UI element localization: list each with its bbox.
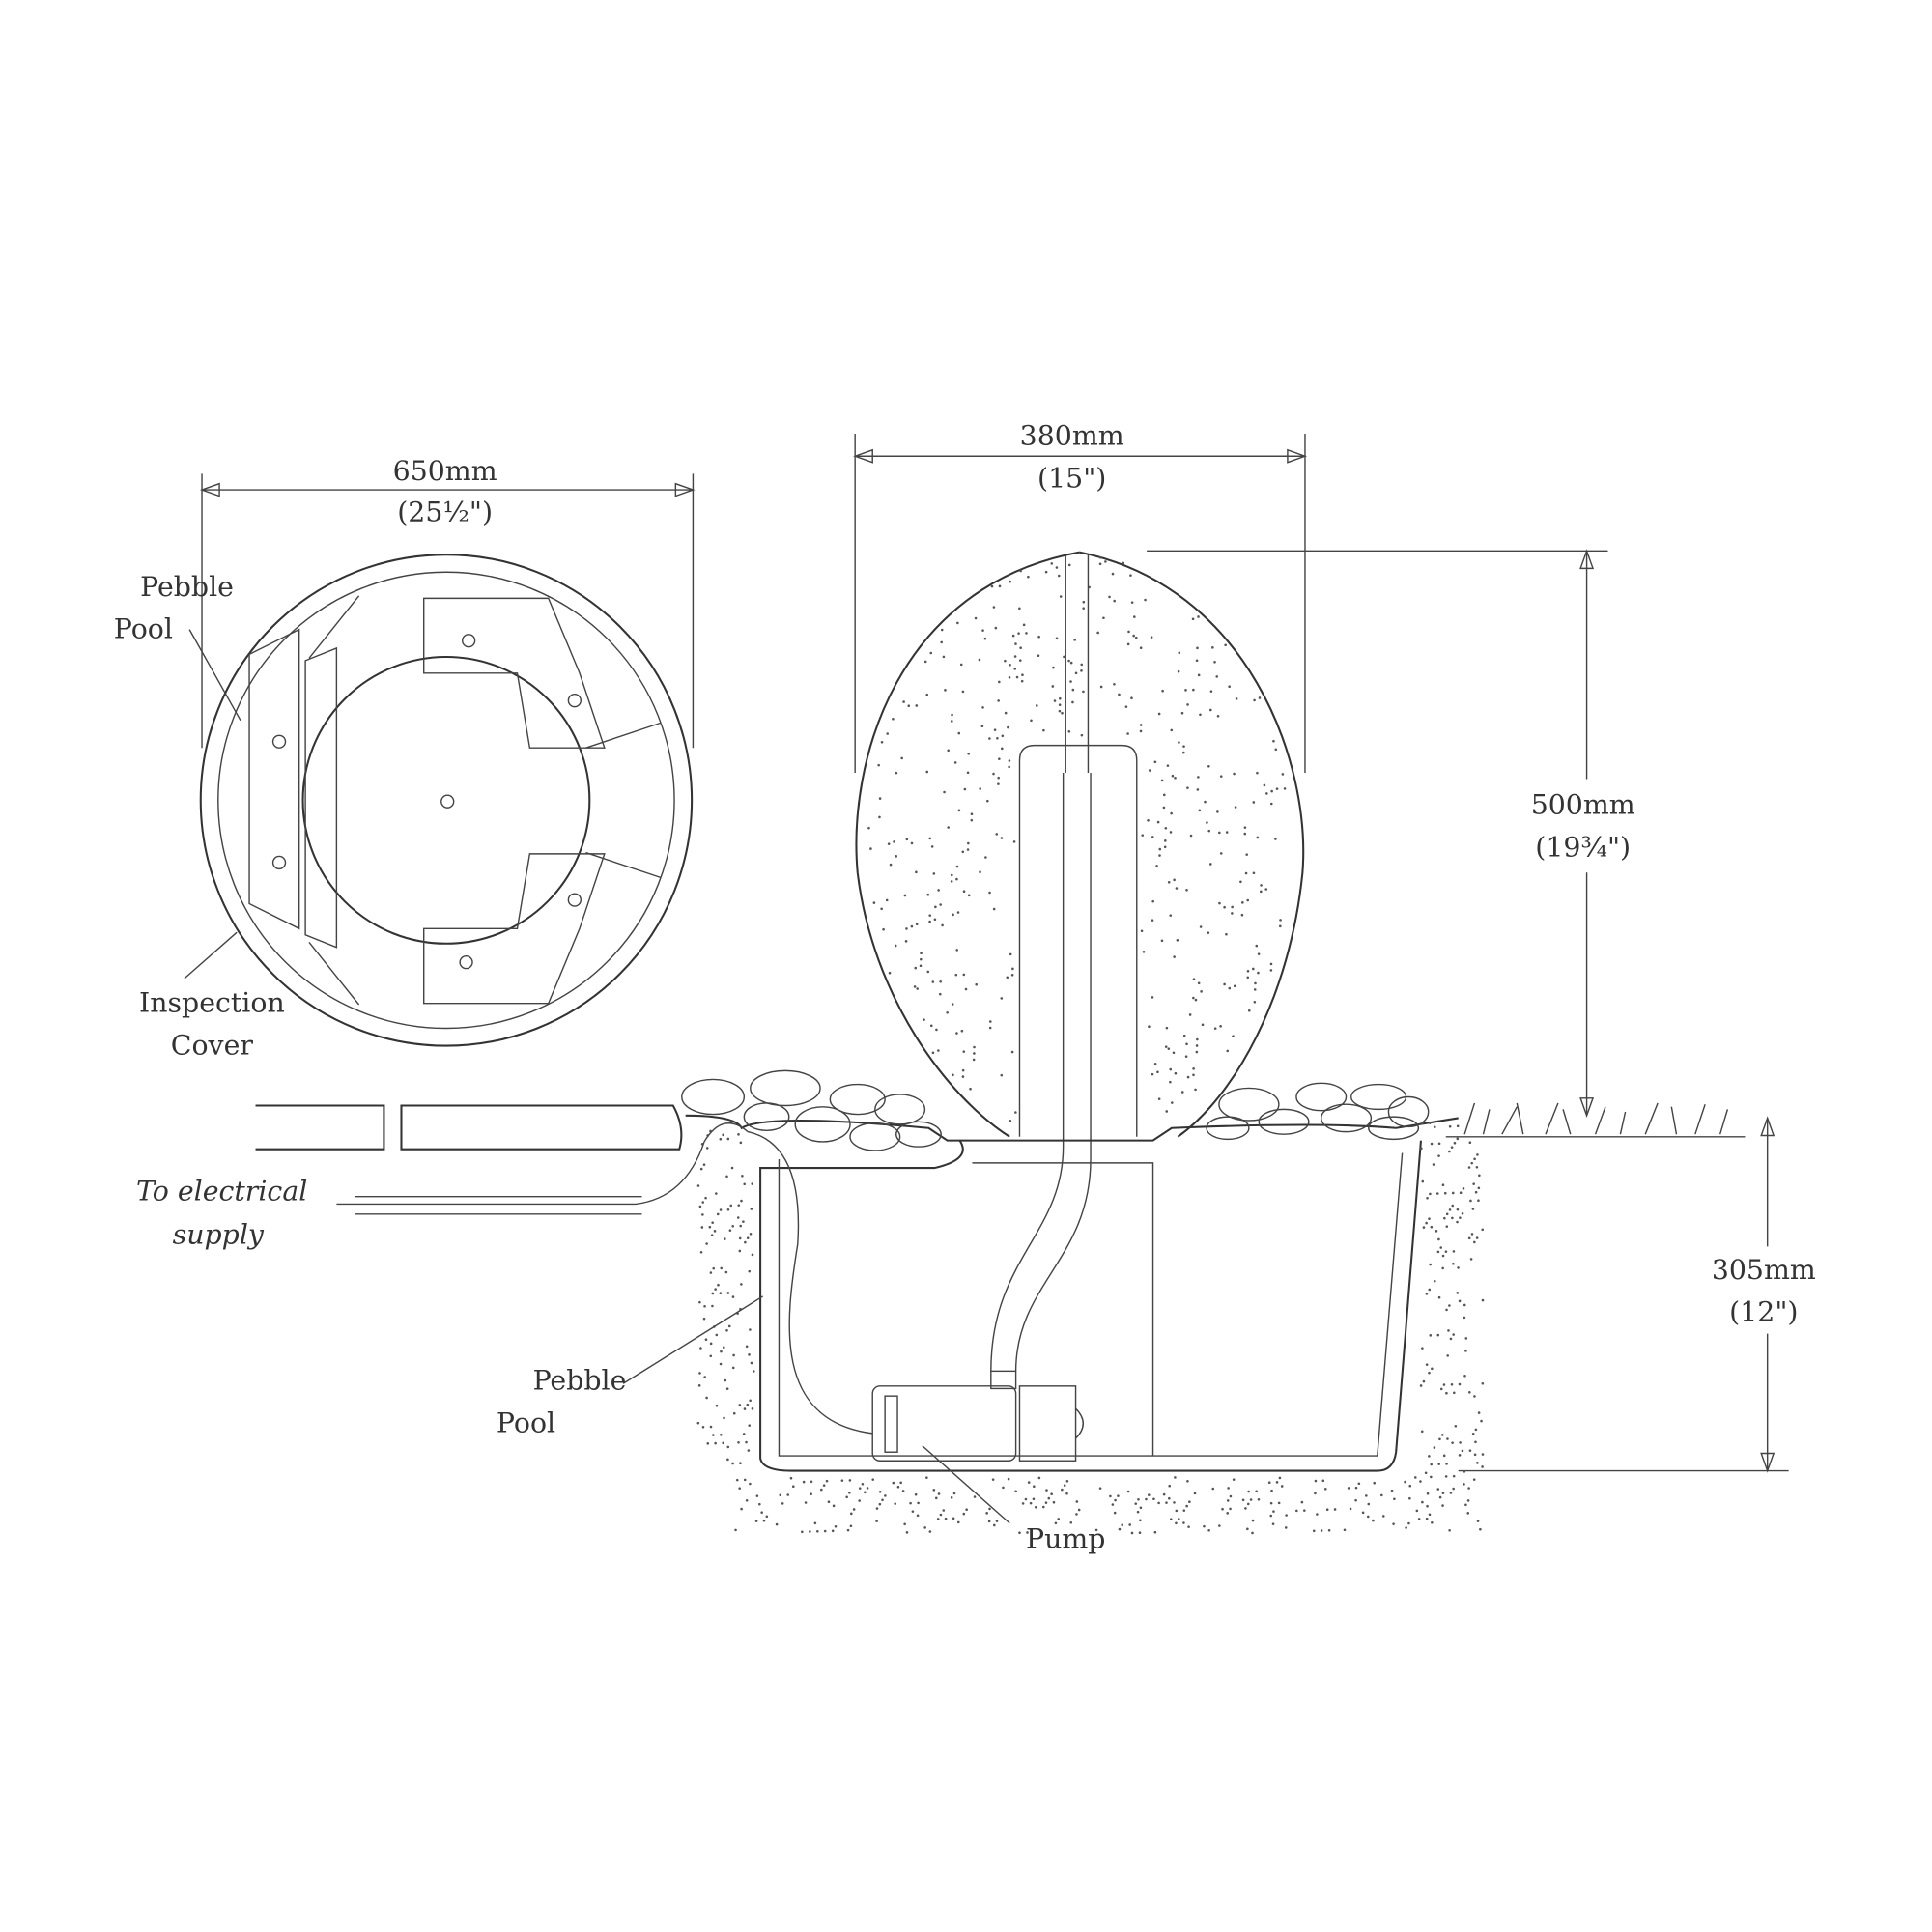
pool-basin: [685, 1114, 1459, 1472]
sphere-height-mm: 500mm: [1531, 789, 1635, 821]
arrow-icon: [199, 482, 696, 497]
sphere-width-mm: 380mm: [1020, 420, 1124, 452]
sphere-width-in: (15"): [1037, 463, 1106, 495]
sphere-outline: [855, 551, 1305, 1138]
plan-label-inspection: Inspection: [139, 987, 285, 1019]
electrical-cable: [336, 1122, 873, 1435]
sphere-height-in: (19¾"): [1535, 831, 1631, 863]
label-pump: Pump: [1026, 1523, 1105, 1555]
soil-texture: [696, 1121, 1485, 1535]
pump: [871, 1370, 1084, 1462]
arrow-icon: [1760, 1116, 1776, 1473]
plan-width-mm: 650mm: [393, 455, 497, 487]
paving-slab: [255, 1104, 683, 1151]
plan-label-pool: Pool: [114, 613, 173, 645]
depth-in: (12"): [1729, 1296, 1798, 1328]
label-pebble: Pebble: [533, 1365, 627, 1397]
arrow-icon: [853, 448, 1308, 464]
pipe: [990, 554, 1092, 1372]
arrow-icon: [1579, 549, 1595, 1118]
label-pool: Pool: [497, 1407, 555, 1439]
plan-label-pebble: Pebble: [140, 571, 234, 603]
pool-center-disc: [301, 655, 591, 945]
label-supply: supply: [173, 1219, 265, 1251]
pebbles: [681, 1069, 1430, 1151]
grass: [1463, 1102, 1729, 1135]
label-electrical: To electrical: [136, 1176, 307, 1208]
plan-width-in: (25½"): [397, 496, 493, 527]
elevation-view: 380mm (15") 500mm (19¾") 305mm (12"): [136, 420, 1816, 1555]
sphere-core: [1018, 744, 1138, 1137]
depth-mm: 305mm: [1712, 1254, 1816, 1286]
sphere-texture: [867, 556, 1287, 1122]
plan-view: 650mm (25½") Pebble Pool Inspection Cove…: [114, 455, 696, 1062]
plan-label-cover: Cover: [171, 1030, 254, 1062]
pool-outer-rim: [199, 554, 694, 1047]
